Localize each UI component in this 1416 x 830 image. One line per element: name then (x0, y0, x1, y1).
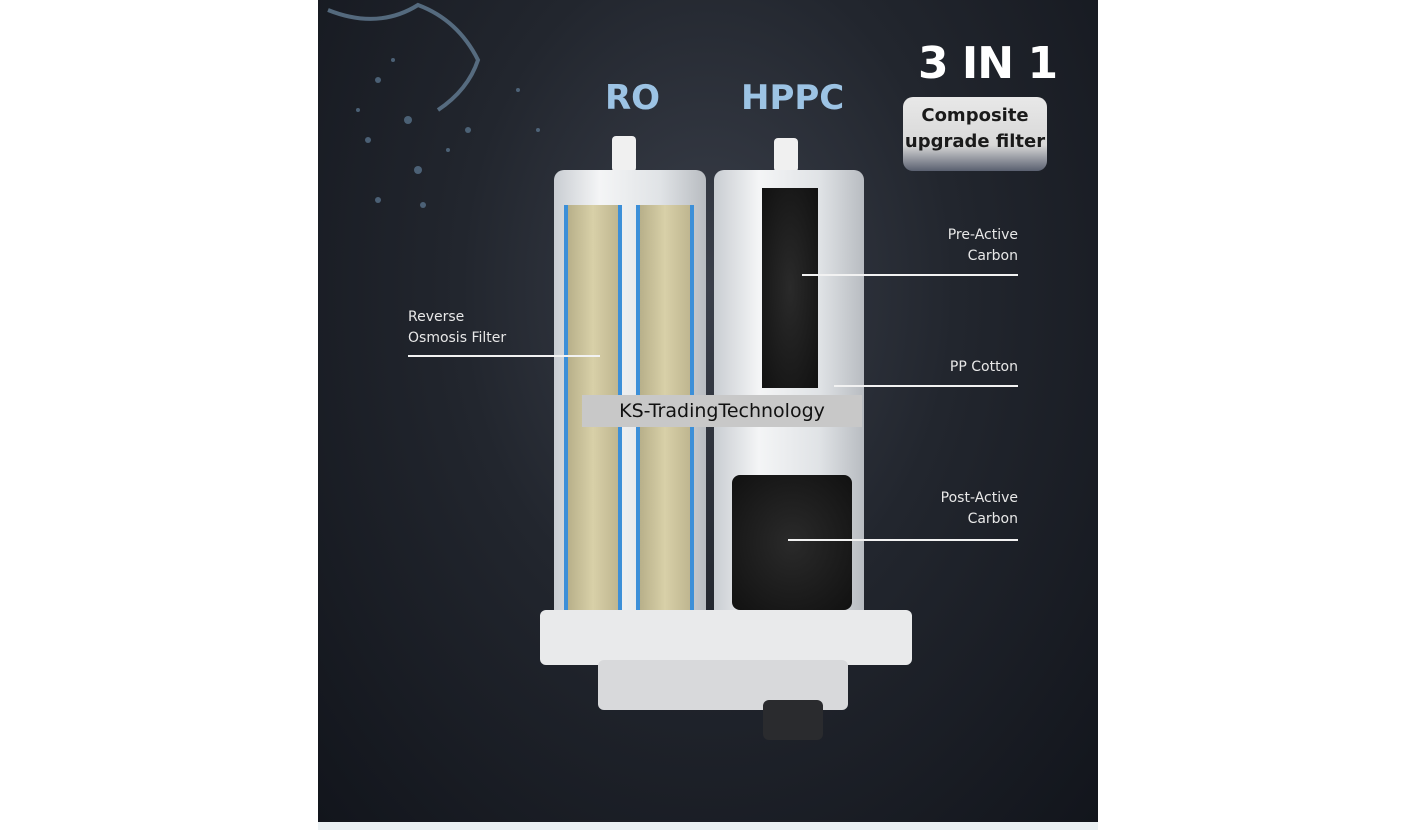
ro-heading: RO (605, 78, 661, 118)
three-in-one-heading: 3 IN 1 (918, 38, 1058, 89)
filter-base (540, 610, 912, 665)
ro-cap (612, 136, 636, 172)
post-active-carbon-block (732, 475, 852, 610)
water-splash-graphic (327, 2, 540, 208)
post-label-line-2: Carbon (967, 511, 1018, 527)
composite-filter-badge: Composite upgrade filter (903, 97, 1047, 171)
watermark-text: KS-TradingTechnology (582, 395, 862, 427)
pp-cotton-label: PP Cotton (949, 359, 1018, 375)
ro-label-line-1: Reverse (408, 309, 465, 325)
hppc-cap (774, 138, 798, 172)
badge-line-2: upgrade filter (904, 131, 1046, 152)
ro-leader-line (408, 355, 600, 357)
post-active-carbon-label: Post-Active Carbon (878, 488, 1018, 530)
badge-line-1: Composite (921, 105, 1029, 126)
pre-leader-line (802, 274, 1018, 276)
post-leader-line (788, 539, 1018, 541)
solenoid-valve (763, 700, 823, 740)
hppc-heading: HPPC (741, 78, 845, 118)
pre-active-carbon-block (762, 188, 818, 388)
pp-leader-line (834, 385, 1018, 387)
pre-label-line-2: Carbon (967, 248, 1018, 264)
pre-label-line-1: Pre-Active (947, 227, 1018, 243)
page-bottom-strip (318, 822, 1098, 830)
ro-label-line-2: Osmosis Filter (408, 330, 507, 346)
product-image: RO HPPC 3 IN 1 Composite upgrade filter … (318, 0, 1098, 822)
pre-active-carbon-label: Pre-Active Carbon (878, 225, 1018, 267)
post-label-line-1: Post-Active (940, 490, 1018, 506)
ro-filter-label: Reverse Osmosis Filter (408, 307, 506, 349)
